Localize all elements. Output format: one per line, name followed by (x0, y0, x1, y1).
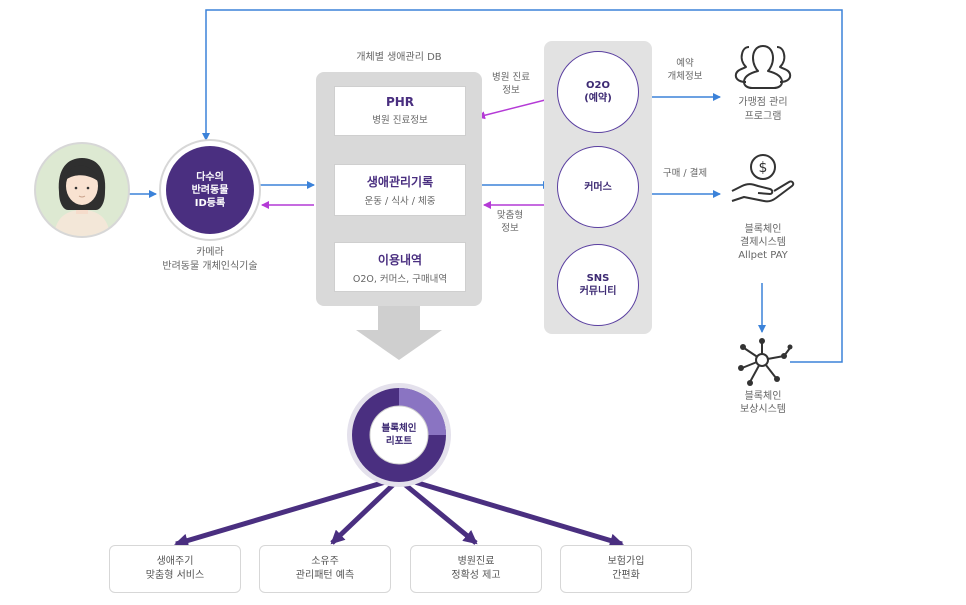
edge-label-purchase-payment: 구매 / 결제 (662, 168, 708, 179)
report-to-output-1-arrow (174, 477, 393, 548)
db-title: 개체별 생애관리 DB (356, 52, 442, 63)
payment-caption-line3: Allpet PAY (738, 250, 788, 261)
edge-label-custom-info: 맞춤형 정보 (480, 209, 540, 235)
service-sns-line2: 커뮤니티 (579, 286, 617, 297)
report-label-line2: 리포트 (385, 436, 413, 447)
id-registration-circle: 다수의 반려동물 ID등록 (166, 146, 254, 234)
merchant-caption: 가맹점 관리 프로그램 (718, 96, 808, 124)
service-o2o: O2O (예약) (557, 51, 639, 133)
merchant-caption-line2: 프로그램 (744, 111, 782, 122)
db-box-lifecare-title: 생애관리기록 (366, 175, 434, 189)
edge-label-reservation-info-line1: 예약 (676, 58, 694, 69)
db-box-usage-title: 이용내역 (377, 253, 423, 267)
db-box-phr: PHR 병원 진료정보 (334, 86, 466, 136)
service-commerce: 커머스 (557, 146, 639, 228)
service-sns: SNS 커뮤니티 (557, 244, 639, 326)
feedback-loop-line (202, 9, 843, 363)
output-box-owner-line2: 관리패턴 예측 (295, 570, 355, 581)
report-to-output-2-arrow (330, 481, 397, 545)
output-box-lifecycle: 생애주기 맞춤형 서비스 (109, 545, 241, 593)
report-label-line1: 블록체인 (381, 423, 417, 434)
output-box-owner-line1: 소유주 (311, 556, 339, 567)
reward-caption-line1: 블록체인 (744, 391, 782, 402)
merchant-people-icon (734, 45, 792, 89)
camera-caption-line2: 반려동물 개체인식기술 (162, 261, 258, 272)
db-box-usage: 이용내역 O2O, 커머스, 구매내역 (334, 242, 466, 292)
output-box-insurance: 보험가입 간편화 (560, 545, 692, 593)
id-registration-line3: ID등록 (194, 197, 226, 209)
edge-label-reservation-info-line2: 개체정보 (667, 71, 703, 82)
user-avatar-icon (34, 142, 130, 238)
edge-label-hospital-info: 병원 진료 정보 (476, 71, 546, 97)
service-o2o-line2: (예약) (584, 93, 612, 104)
output-box-lifecycle-line2: 맞춤형 서비스 (145, 570, 205, 581)
reward-network-icon (738, 338, 793, 386)
camera-caption-line1: 카메라 (196, 247, 224, 258)
service-o2o-line1: O2O (586, 80, 610, 91)
output-box-lifecycle-line1: 생애주기 (156, 556, 194, 567)
id-registration-line1: 다수의 (196, 171, 224, 183)
db-box-phr-sub: 병원 진료정보 (372, 115, 428, 126)
output-box-hospital: 병원진료 정확성 제고 (410, 545, 542, 593)
camera-caption: 카메라 반려동물 개체인식기술 (150, 246, 270, 274)
reward-caption-line2: 보상시스템 (740, 404, 786, 415)
report-label: 블록체인 리포트 (370, 406, 428, 464)
edge-label-hospital-info-line2: 정보 (502, 85, 520, 96)
edge-label-custom-info-line2: 정보 (501, 223, 519, 234)
service-sns-line1: SNS (586, 273, 610, 284)
payment-hand-coin-icon: $ (731, 154, 795, 203)
svg-text:$: $ (759, 160, 768, 176)
o2o-to-phr-arrow (477, 96, 558, 120)
payment-caption-line2: 결제시스템 (740, 237, 786, 248)
edge-label-hospital-info-line1: 병원 진료 (492, 72, 530, 83)
db-to-report-arrow (356, 306, 442, 360)
report-ring-icon (347, 383, 451, 487)
db-box-phr-title: PHR (385, 95, 415, 109)
output-box-insurance-line1: 보험가입 (607, 556, 645, 567)
output-box-owner: 소유주 관리패턴 예측 (259, 545, 391, 593)
id-registration-line2: 반려동물 (191, 184, 229, 196)
edge-label-custom-info-line1: 맞춤형 (496, 210, 524, 221)
service-commerce-line1: 커머스 (584, 181, 612, 193)
payment-caption: 블록체인 결제시스템 Allpet PAY (718, 223, 808, 262)
reward-caption: 블록체인 보상시스템 (718, 390, 808, 416)
merchant-caption-line1: 가맹점 관리 (738, 97, 788, 108)
payment-caption-line1: 블록체인 (744, 224, 782, 235)
edge-label-reservation-info: 예약 개체정보 (650, 57, 720, 83)
output-box-insurance-line2: 간편화 (612, 570, 640, 581)
output-box-hospital-line2: 정확성 제고 (451, 570, 501, 581)
db-box-usage-sub: O2O, 커머스, 구매내역 (352, 274, 448, 285)
report-to-output-4-arrow (407, 477, 624, 548)
report-to-output-3-arrow (401, 481, 478, 545)
db-box-lifecare-sub: 운동 / 식사 / 체중 (364, 196, 436, 207)
db-box-lifecare: 생애관리기록 운동 / 식사 / 체중 (334, 164, 466, 216)
output-box-hospital-line1: 병원진료 (457, 556, 495, 567)
